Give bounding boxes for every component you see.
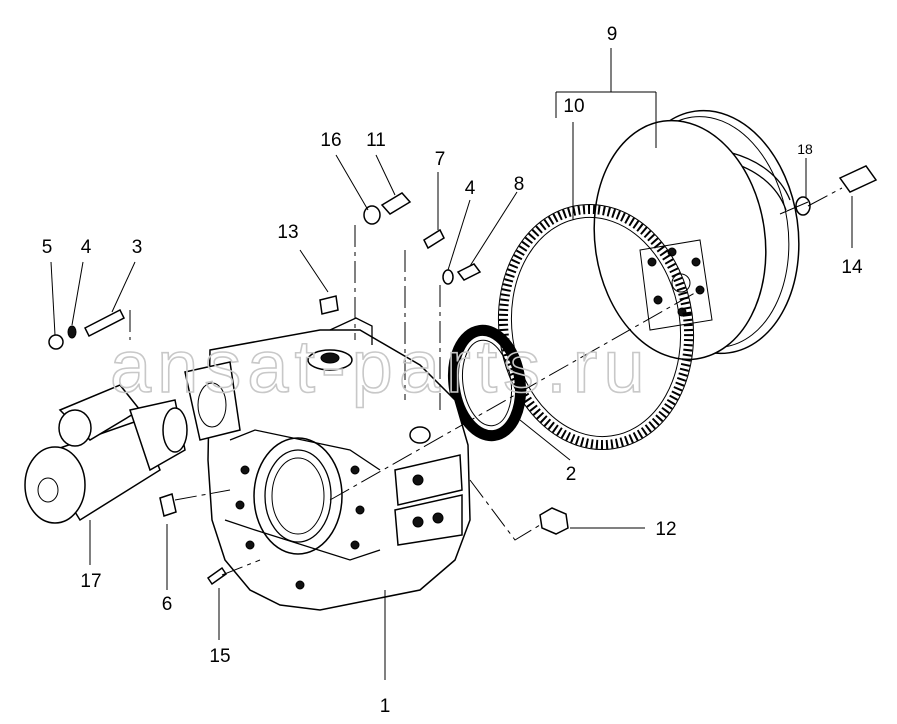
callout-3: 3 (132, 237, 143, 258)
callout-11: 11 (366, 130, 386, 151)
starter-motor (24, 384, 188, 524)
callout-13: 13 (277, 222, 298, 243)
callout-4-left: 4 (81, 237, 92, 258)
callout-9: 9 (607, 24, 618, 45)
callout-1: 1 (380, 696, 391, 717)
callout-12: 12 (655, 519, 676, 540)
callout-8: 8 (514, 174, 525, 195)
callout-4-right: 4 (465, 178, 476, 199)
leader-lines (50, 48, 853, 680)
callout-10: 10 (563, 96, 584, 117)
oil-seal (447, 324, 527, 442)
callout-16: 16 (320, 130, 341, 151)
assembly-lines (129, 187, 843, 576)
callout-7: 7 (435, 149, 446, 170)
fasteners (48, 165, 878, 586)
callout-6: 6 (162, 594, 173, 615)
flywheel (593, 109, 800, 361)
callout-2: 2 (566, 464, 577, 485)
callout-17: 17 (80, 571, 101, 592)
callout-18: 18 (797, 141, 813, 157)
callout-5: 5 (42, 237, 53, 258)
callout-labels: 1 2 3 4 4 5 6 7 8 9 10 11 12 13 14 15 16… (42, 24, 863, 717)
callout-15: 15 (209, 646, 230, 667)
watermark: ansat-parts.ru (110, 325, 651, 408)
callout-14: 14 (841, 257, 863, 278)
